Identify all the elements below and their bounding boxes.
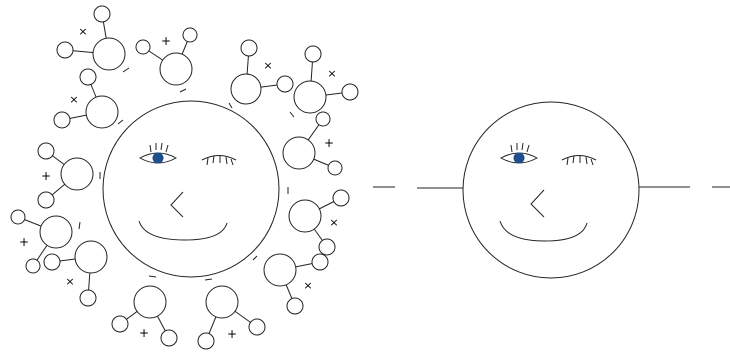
molecule-charge: × (78, 25, 87, 38)
left-face (103, 101, 279, 277)
molecule-6: + (283, 112, 342, 175)
molecule-charge: × (263, 59, 272, 72)
molecule-charge: × (65, 275, 74, 288)
molecule-charge: × (329, 216, 338, 229)
molecule-5: × (54, 69, 118, 128)
left-pupil (153, 153, 163, 163)
right-pupil (514, 153, 524, 163)
molecule-4: × (294, 46, 358, 113)
molecule-8: × (289, 190, 349, 255)
molecule-charge: + (227, 327, 237, 341)
molecule-charge: × (327, 67, 336, 80)
molecule-3: × (231, 40, 293, 104)
right-figure (373, 102, 730, 278)
molecule-12: + (112, 286, 177, 346)
molecule-charge: + (41, 169, 51, 183)
right-face-outline (463, 102, 639, 278)
molecule-1: × (57, 6, 125, 70)
molecule-charge: + (139, 326, 149, 340)
molecule-charge: + (324, 136, 334, 150)
molecule-9: + (11, 210, 72, 273)
right-face (463, 102, 639, 278)
left-face-outline (103, 101, 279, 277)
molecule-13: + (198, 286, 265, 349)
molecule-charge: × (69, 93, 78, 106)
molecule-2: + (136, 28, 197, 85)
molecule-charge: + (161, 34, 171, 48)
molecule-10: × (44, 241, 107, 306)
molecule-charge: × (303, 279, 312, 292)
molecule-charge: + (19, 235, 29, 249)
molecule-7: + (38, 143, 93, 208)
molecule-11: × (264, 254, 328, 314)
left-figure: × + × (11, 6, 358, 349)
